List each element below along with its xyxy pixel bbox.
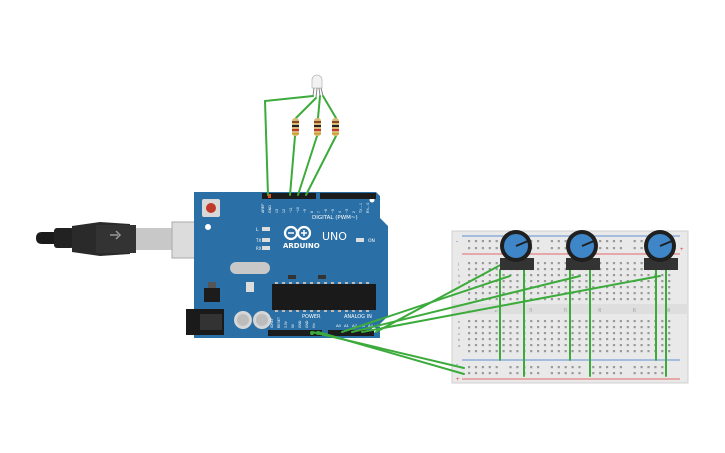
digital-pin-label: 7 (317, 211, 321, 213)
row-letter: e (458, 319, 461, 324)
analog-pin-label: A2 (352, 323, 358, 328)
power-analog-header[interactable] (268, 330, 374, 336)
analog-pin-label: A1 (344, 323, 350, 328)
digital-pin-label: ~10 (296, 207, 300, 213)
pin-gnd[interactable] (316, 331, 320, 335)
power-pin-label: GND (305, 320, 309, 328)
analog-pin-label: A4 (368, 323, 374, 328)
row-letter: b (458, 337, 461, 342)
potentiometer-icon[interactable] (566, 230, 600, 270)
column-number: 25 (633, 308, 637, 312)
microcontroller-chip (272, 284, 376, 310)
arduino-brand-label: ARDUINO (283, 242, 320, 250)
digital-header[interactable] (262, 193, 376, 199)
arduino-uno-board[interactable]: ARDUINO UNO DIGITAL (PWM~) POWER ANALOG … (186, 192, 388, 338)
analog-pin-label: A0 (336, 323, 342, 328)
rail-plus-top: + (680, 247, 684, 253)
rail-minus-top: - (456, 239, 458, 245)
digital-pin-label: 2 (352, 211, 356, 213)
pin-5v[interactable] (310, 331, 314, 335)
rx-led-label: RX (256, 246, 262, 251)
digital-pins-label: DIGITAL (PWM~) (312, 215, 358, 221)
row-letter: c (458, 331, 460, 336)
potentiometer-icon[interactable] (500, 230, 534, 270)
power-pin-label: GND (298, 320, 302, 328)
digital-pin-label: ~11 (289, 207, 293, 213)
arduino-logo-icon (283, 225, 312, 241)
resistor-icon[interactable] (314, 118, 321, 136)
rail-plus-bottom: + (456, 377, 460, 383)
analog-pins-label: ANALOG IN (344, 314, 372, 320)
digital-pin-label: ~3 (345, 209, 349, 213)
power-pin-label: 3.3V (284, 320, 288, 328)
digital-pin-label: RX←0 (366, 203, 370, 213)
rail-minus-bottom: - (456, 362, 458, 368)
power-pin-label: IOREF (270, 318, 274, 328)
column-number: 5 (495, 310, 499, 312)
column-number: 30 (667, 308, 671, 312)
potentiometer-icon[interactable] (644, 230, 678, 270)
row-letter: g (458, 279, 460, 284)
digital-pin-label: GND (268, 205, 272, 213)
l-led-label: L (256, 227, 259, 233)
digital-pin-label: ~5 (331, 209, 335, 213)
digital-pin-label: AREF (261, 204, 265, 213)
power-pin-label: Vin (312, 323, 316, 328)
row-letter: a (458, 343, 461, 348)
digital-pin-label: ~6 (324, 209, 328, 213)
row-letter: h (458, 273, 460, 278)
row-letter: i (458, 267, 459, 272)
on-led-label: ON (368, 238, 375, 244)
power-pin-label: 5V (291, 323, 295, 328)
power-pins-label: POWER (302, 314, 321, 320)
led-wires[interactable] (263, 95, 337, 196)
resistor-icon[interactable] (332, 118, 339, 136)
arduino-model-label: UNO (322, 230, 347, 243)
rgb-led-icon[interactable] (311, 74, 324, 99)
digital-pin-label: 12 (282, 209, 286, 213)
row-letter: d (458, 325, 460, 330)
digital-pin-label: 13 (275, 209, 279, 213)
tx-led-label: TX (255, 238, 261, 243)
column-number: 20 (598, 308, 602, 312)
resistor-icon[interactable] (292, 118, 299, 136)
power-pin-label: RESET (277, 317, 281, 328)
digital-pin-label: 8 (310, 211, 314, 213)
column-number: 10 (529, 308, 533, 312)
column-number: 15 (564, 308, 568, 312)
analog-wires[interactable] (311, 261, 667, 377)
usb-cable-icon[interactable] (36, 221, 207, 259)
digital-pin-label: 4 (338, 211, 342, 213)
reset-button[interactable] (202, 199, 220, 217)
digital-pin-label: TX→1 (359, 203, 363, 213)
digital-pin-label: ~9 (303, 209, 307, 213)
row-letter: j (457, 261, 459, 266)
